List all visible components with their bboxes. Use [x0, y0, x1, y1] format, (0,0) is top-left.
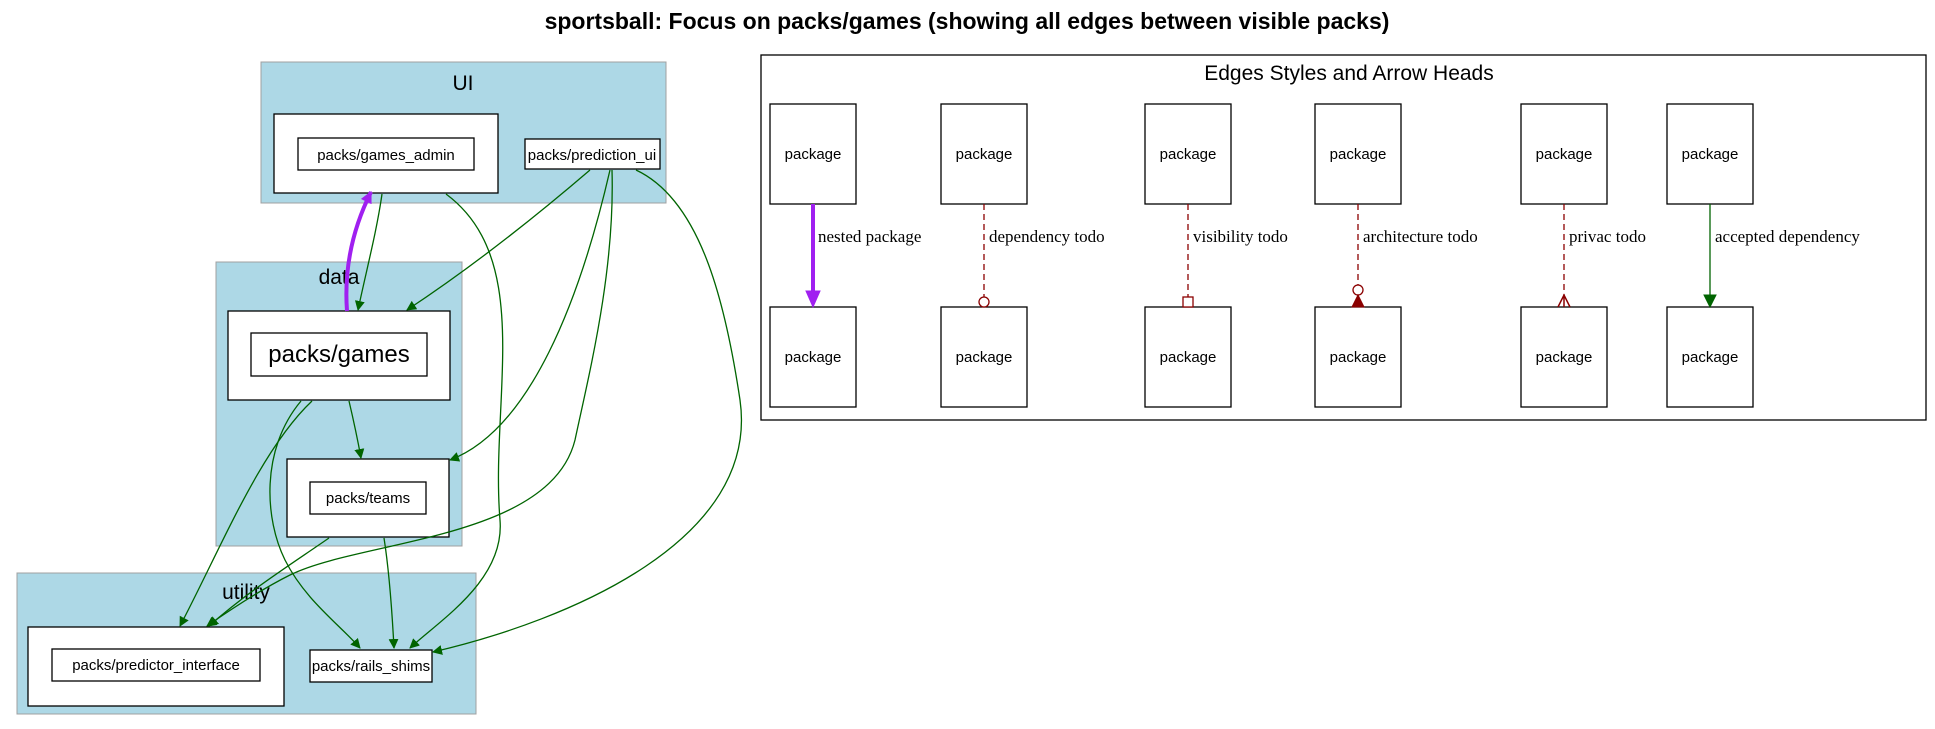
edges	[179, 169, 743, 655]
legend-edge-5-source-package-label: package	[1536, 146, 1593, 163]
legend-edge-3-target-package-label: package	[1160, 349, 1217, 366]
legend-edge-1-target-package: package	[769, 306, 857, 408]
edge-games-to-rails-shims	[269, 400, 361, 649]
legend-edge-5-target-package: package	[1520, 306, 1608, 408]
legend-edge-2-target-package: package	[940, 306, 1028, 408]
legend-edge-6-arrowhead	[1703, 294, 1717, 309]
legend-edge-2-source-package: package	[940, 103, 1028, 205]
node-teams[interactable]: packs/teams	[286, 458, 450, 538]
legend-edge-6-target-package-label: package	[1682, 349, 1739, 366]
legend-edge-5-arrowhead	[1557, 293, 1571, 308]
legend-edge-1-label: nested package	[818, 227, 921, 246]
edge-prediction-ui-to-predictor-interface	[206, 169, 613, 627]
legend-edge-3-source-package-label: package	[1160, 146, 1217, 163]
legend-edge-3-target-package: package	[1144, 306, 1232, 408]
node-games-admin-label: packs/games_admin	[317, 147, 455, 164]
edge-games-to-teams	[348, 400, 365, 459]
node-teams-label: packs/teams	[326, 490, 410, 507]
legend-edge-2-arrowhead	[978, 296, 990, 308]
edge-prediction-ui-to-rails-shims	[432, 169, 743, 655]
cluster-data-label: data	[319, 266, 360, 289]
edge-prediction-ui-to-games	[406, 169, 591, 311]
legend-edge-5-target-package-label: package	[1536, 349, 1593, 366]
node-predictor-interface-label: packs/predictor_interface	[72, 657, 240, 674]
legend-edge-6-source-package: package	[1666, 103, 1754, 205]
legend-title: Edges Styles and Arrow Heads	[1204, 62, 1494, 85]
legend-edge-1-target-package-label: package	[785, 349, 842, 366]
legend: Edges Styles and Arrow Heads package pack…	[760, 54, 1927, 421]
legend-edge-2-source-package-label: package	[956, 146, 1013, 163]
legend-edge-1-source-package-label: package	[785, 146, 842, 163]
legend-edge-6-target-package: package	[1666, 306, 1754, 408]
legend-edge-5-label: privac todo	[1569, 227, 1646, 246]
legend-edge-4-target-package: package	[1314, 306, 1402, 408]
node-games-admin[interactable]: packs/games_admin	[273, 113, 499, 194]
cluster-ui-label: UI	[453, 72, 474, 95]
edge-games-admin-to-rails-shims	[409, 193, 504, 649]
legend-edge-5-source-package: package	[1520, 103, 1608, 205]
node-rails-shims-label: packs/rails_shims	[312, 658, 430, 675]
edge-games-to-predictor-interface	[179, 400, 313, 627]
legend-edge-4-arrowhead	[1351, 284, 1365, 308]
legend-edge-3-arrowhead	[1182, 296, 1194, 308]
edge-games-admin-to-games	[354, 193, 383, 311]
legend-edge-4-source-package: package	[1314, 103, 1402, 205]
node-predictor-interface[interactable]: packs/predictor_interface	[27, 626, 285, 707]
edge-nested-games-to-games-admin	[344, 190, 373, 312]
legend-edge-4-source-package-label: package	[1330, 146, 1387, 163]
node-prediction-ui[interactable]: packs/prediction_ui	[524, 138, 661, 170]
edge-teams-to-predictor-interface	[208, 537, 330, 627]
edge-teams-to-rails-shims	[383, 537, 399, 649]
diagram-title: sportsball: Focus on packs/games (showin…	[545, 8, 1390, 34]
legend-edge-4-target-package-label: package	[1330, 349, 1387, 366]
node-prediction-ui-label: packs/prediction_ui	[528, 147, 656, 164]
legend-edge-2-label: dependency todo	[989, 227, 1105, 246]
legend-edge-6-source-package-label: package	[1682, 146, 1739, 163]
legend-edge-6-label: accepted dependency	[1715, 227, 1860, 246]
legend-edge-3-label: visibility todo	[1193, 227, 1288, 246]
legend-edge-2-target-package-label: package	[956, 349, 1013, 366]
edge-prediction-ui-to-teams	[449, 169, 611, 462]
legend-edge-3-source-package: package	[1144, 103, 1232, 205]
legend-edge-1-arrowhead	[805, 290, 821, 309]
node-games-label: packs/games	[268, 341, 409, 368]
node-games[interactable]: packs/games	[227, 310, 451, 401]
node-rails-shims[interactable]: packs/rails_shims	[309, 649, 433, 683]
legend-edge-4-label: architecture todo	[1363, 227, 1478, 246]
legend-edge-1-source-package: package	[769, 103, 857, 205]
